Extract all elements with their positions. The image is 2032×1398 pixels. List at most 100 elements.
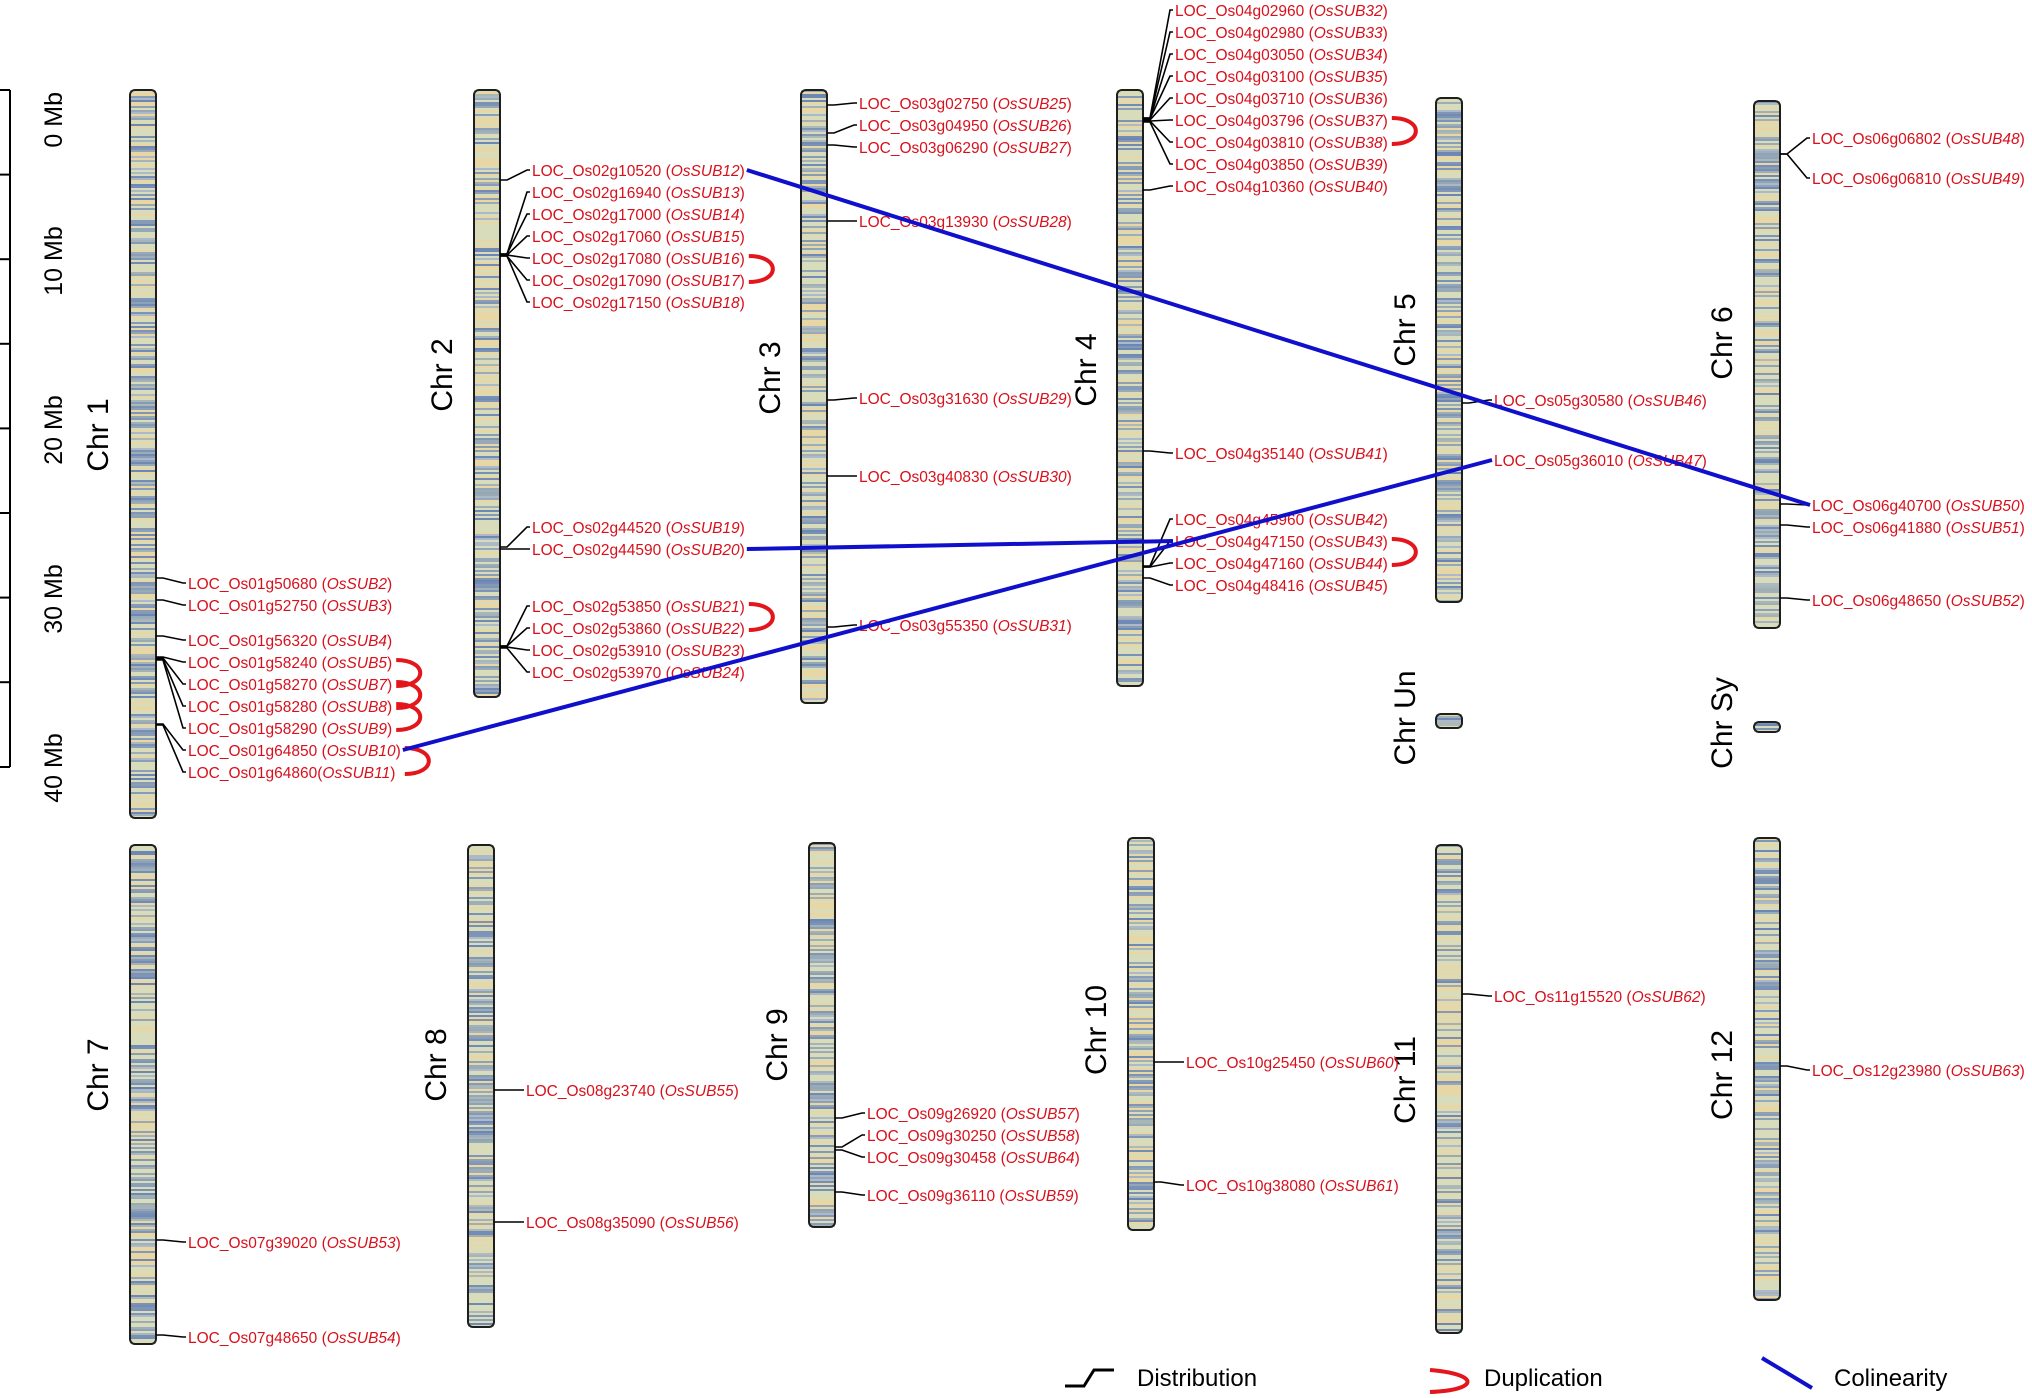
- chromosome-bands: [809, 843, 835, 1227]
- gene-connector: [500, 254, 530, 259]
- gene-connector: [500, 213, 530, 255]
- gene-connector: [156, 635, 186, 641]
- gene-label-ossub63: LOC_Os12g23980 (OsSUB63): [1812, 1063, 2025, 1080]
- gene-label-ossub33: LOC_Os04g02980 (OsSUB33): [1175, 25, 1388, 42]
- gene-label-ossub22: LOC_Os02g53860 (OsSUB22): [532, 621, 745, 638]
- duplication-link: [748, 602, 775, 632]
- gene-connector: [500, 169, 530, 181]
- gene-connector: [156, 657, 186, 685]
- gene-label-ossub32: LOC_Os04g02960 (OsSUB32): [1175, 3, 1388, 20]
- chromosome-bands: [801, 90, 827, 703]
- chromosome-chr5: [1435, 97, 1463, 603]
- gene-connector: [827, 397, 857, 401]
- gene-label-ossub57: LOC_Os09g26920 (OsSUB57): [867, 1106, 1080, 1123]
- gene-label-ossub23: LOC_Os02g53910 (OsSUB23): [532, 643, 745, 660]
- chromosome-bands: [1436, 845, 1462, 1333]
- gene-connector: [156, 1239, 186, 1243]
- chromosome-bands: [474, 92, 500, 697]
- chromosome-chr7: [129, 844, 157, 1345]
- duplication-link: [748, 254, 775, 284]
- gene-label-ossub15: LOC_Os02g17060 (OsSUB15): [532, 229, 745, 246]
- gene-connector: [1143, 75, 1173, 120]
- gene-label-ossub8: LOC_Os01g58280 (OsSUB8): [188, 699, 392, 716]
- chromosome-chr12: [1753, 837, 1781, 1301]
- chromosome-chr6: [1753, 100, 1781, 629]
- gene-label-ossub38: LOC_Os04g03810 (OsSUB38): [1175, 135, 1388, 152]
- chromosome-bands: [130, 92, 156, 816]
- chromosome-chr3: [800, 89, 828, 704]
- gene-label-ossub60: LOC_Os10g25450 (OsSUB60): [1186, 1055, 1399, 1072]
- chromosome-outline: [1753, 837, 1781, 1301]
- gene-connector: [1780, 153, 1810, 179]
- gene-connector: [1143, 121, 1173, 165]
- gene-connector: [1780, 137, 1810, 155]
- chromosome-bands: [1754, 838, 1780, 1300]
- gene-labels: LOC_Os01g50680 (OsSUB2)LOC_Os01g52750 (O…: [188, 3, 2025, 1347]
- chromosome-label-chr1: Chr 1: [82, 398, 115, 471]
- gene-label-ossub36: LOC_Os04g03710 (OsSUB36): [1175, 91, 1388, 108]
- gene-label-ossub46: LOC_Os05g30580 (OsSUB46): [1494, 393, 1707, 410]
- gene-connector: [156, 577, 186, 584]
- gene-label-ossub14: LOC_Os02g17000 (OsSUB14): [532, 207, 745, 224]
- gene-label-ossub62: LOC_Os11g15520 (OsSUB62): [1494, 989, 1706, 1006]
- gene-label-ossub53: LOC_Os07g39020 (OsSUB53): [188, 1235, 401, 1252]
- gene-connector: [500, 526, 530, 548]
- gene-label-ossub10: LOC_Os01g64850 (OsSUB10): [188, 743, 401, 760]
- gene-label-ossub40: LOC_Os04g10360 (OsSUB40): [1175, 179, 1388, 196]
- gene-label-ossub48: LOC_Os06g06802 (OsSUB48): [1812, 131, 2025, 148]
- legend: Distribution Duplication Colinearity: [1065, 1356, 1947, 1394]
- duplication-link: [404, 746, 431, 776]
- chromosome-label-chr9: Chr 9: [761, 1008, 794, 1081]
- chromosome-label-chr5: Chr 5: [1389, 293, 1422, 366]
- gene-connector: [835, 1191, 865, 1196]
- gene-connector: [500, 646, 530, 651]
- gene-connector: [500, 255, 530, 303]
- legend-item-distribution: Distribution: [1065, 1365, 1257, 1392]
- colinearity-link: [402, 458, 1493, 752]
- gene-label-ossub41: LOC_Os04g35140 (OsSUB41): [1175, 446, 1388, 463]
- colinearity-icon: [1760, 1356, 1814, 1390]
- legend-label-duplication: Duplication: [1484, 1365, 1603, 1392]
- chromosome-chr10: [1127, 837, 1155, 1231]
- scale-label-0: 0 Mb: [40, 92, 68, 148]
- gene-label-ossub21: LOC_Os02g53850 (OsSUB21): [532, 599, 745, 616]
- gene-connector: [835, 1149, 865, 1158]
- scale-label-10: 10 Mb: [40, 226, 68, 295]
- gene-label-ossub44: LOC_Os04g47160 (OsSUB44): [1175, 556, 1388, 573]
- gene-label-ossub43: LOC_Os04g47150 (OsSUB43): [1175, 534, 1388, 551]
- scale-label-40: 40 Mb: [40, 733, 68, 802]
- chromosome-bands: [468, 851, 494, 1325]
- gene-connector: [1143, 31, 1173, 119]
- gene-connector: [156, 599, 186, 606]
- chromosome-chrSy: [1753, 721, 1781, 733]
- gene-connector: [500, 627, 530, 647]
- gene-connector: [1143, 562, 1173, 568]
- gene-label-ossub37: LOC_Os04g03796 (OsSUB37): [1175, 113, 1388, 130]
- distribution-icon: [1065, 1368, 1114, 1388]
- chromosome-label-chr4: Chr 4: [1070, 333, 1103, 406]
- gene-label-ossub55: LOC_Os08g23740 (OsSUB55): [526, 1083, 739, 1100]
- colinearity-link: [746, 168, 1811, 507]
- chromosome-label-chr2: Chr 2: [426, 338, 459, 411]
- chromosome-label-chr8: Chr 8: [420, 1028, 453, 1101]
- chromosome-chr4: [1116, 89, 1144, 687]
- gene-label-ossub28: LOC_Os03g13930 (OsSUB28): [859, 214, 1072, 231]
- gene-label-ossub51: LOC_Os06g41880 (OsSUB51): [1812, 520, 2025, 537]
- gene-connector: [1154, 1181, 1184, 1186]
- gene-label-ossub39: LOC_Os04g03850 (OsSUB39): [1175, 157, 1388, 174]
- chromosome-bands: [1436, 102, 1462, 602]
- chromosome-chr1: [129, 89, 157, 819]
- gene-connector: [1143, 120, 1173, 143]
- gene-label-ossub58: LOC_Os09g30250 (OsSUB58): [867, 1128, 1080, 1145]
- legend-label-distribution: Distribution: [1137, 1365, 1257, 1392]
- gene-connector: [827, 144, 857, 148]
- chromosome-body: [1754, 722, 1780, 732]
- chromosome-bands: [1436, 714, 1462, 726]
- gene-label-ossub17: LOC_Os02g17090 (OsSUB17): [532, 273, 745, 290]
- chromosome-outline: [1753, 721, 1781, 733]
- gene-label-ossub5: LOC_Os01g58240 (OsSUB5): [188, 655, 392, 672]
- duplication-icon: [1429, 1368, 1470, 1394]
- gene-connector: [500, 647, 530, 673]
